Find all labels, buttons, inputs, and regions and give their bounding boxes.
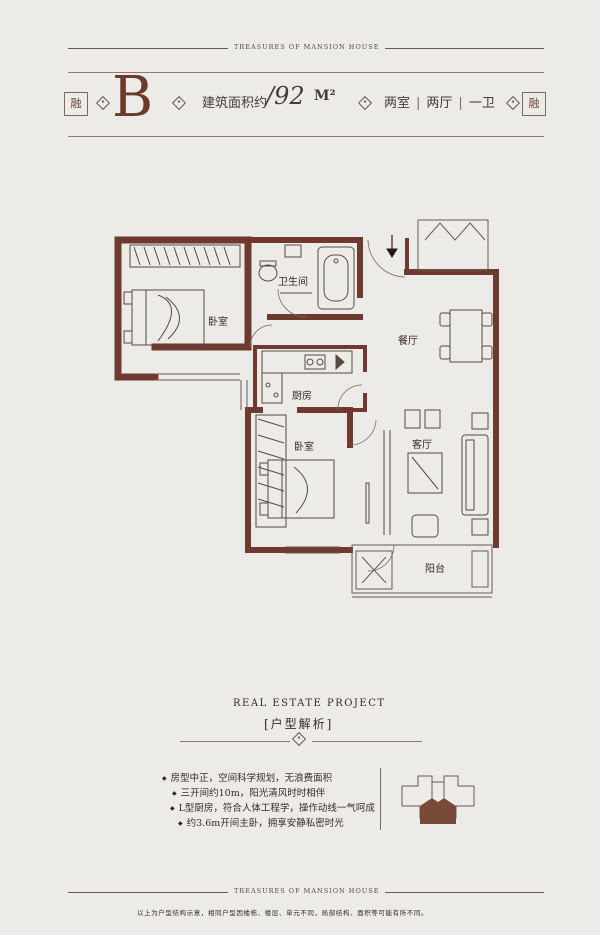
key-plan-icon [401,775,475,824]
bathtub [317,246,355,310]
bathroom-walls [245,237,363,350]
diamond-left-icon [95,95,111,111]
diamond-mid-icon [171,95,187,111]
bedroom-2-walls [245,407,353,553]
diamond-far-right-icon [505,95,521,111]
floor-plan [114,219,499,598]
header-line-top [68,72,544,73]
room-label-bedroom-1: 卧室 [208,317,228,328]
balcony-door [367,544,395,572]
lower-balcony [351,544,493,594]
room-count-halls: 两厅 [426,96,453,111]
toilet [258,264,278,282]
analysis-title: [户型解析] [264,717,334,731]
feature-list: 房型中正，空间科学规划，无浪费面积 三开间约10m，阳光清风时时相伴 L型厨房，… [162,770,375,830]
brand-caption-top: TREASURES OF MANSION HOUSE [228,43,386,51]
bathroom-sink [284,244,302,258]
ornament-line-right [312,741,422,742]
kitchen-walls [253,345,367,412]
bathroom-door [277,288,307,318]
area-label: 建筑面积约 [202,96,268,111]
room-label-kitchen: 厨房 [292,391,312,402]
room-label-living: 客厅 [412,440,432,451]
dining-table [449,309,483,363]
upper-balcony-detail [424,222,486,241]
area-unit: M² [314,88,336,104]
seal-left-icon: 融 [64,92,88,116]
diamond-right-icon [357,95,373,111]
bedroom-1-walls [114,236,252,381]
entry-arrow-icon [386,235,398,258]
feature-item: 房型中正，空间科学规划，无浪费面积 [162,770,375,785]
kitchen-door [337,384,363,411]
living-sofa [461,434,489,516]
room-label-bathroom: 卫生间 [278,277,308,288]
bedroom-2-wardrobe [255,414,287,528]
coffee-table [407,452,443,494]
feature-item: L型厨房，符合人体工程学，操作动线一气呵成 [170,800,375,815]
kitchen-counter [261,350,353,374]
room-count-baths: 一卫 [468,96,495,111]
seal-right-icon: 融 [522,92,546,116]
feature-item: 约3.6m开间主卧，拥享安静私密时光 [178,815,375,830]
room-count-bedrooms: 两室 [384,96,411,111]
disclaimer: 以上为户型结构示意，相同户型因楼栋、楼层、单元不同，局部结构、面积等可能有所不同… [137,909,429,917]
room-label-balcony: 阳台 [425,564,445,575]
entry-door [367,239,406,278]
project-title: REAL ESTATE PROJECT [233,698,386,709]
room-label-dining: 餐厅 [398,336,418,347]
bedroom-1-door [249,324,273,348]
header-line-bottom [68,136,544,137]
ornament-diamond-icon [291,731,307,747]
upper-balcony [417,219,489,271]
bedroom-2-door [349,419,377,446]
ornament-line-left [180,741,290,742]
bedroom-1-wardrobe [129,244,241,268]
key-plan-highlight [420,798,456,824]
unit-letter: B [112,65,154,130]
room-label-bedroom-2: 卧室 [294,442,314,453]
brand-caption-bottom: TREASURES OF MANSION HOUSE [228,887,386,895]
area-value: /92 [266,82,305,110]
feature-item: 三开间约10m，阳光清风时时相伴 [172,785,375,800]
east-wall [404,269,499,548]
room-count: 两室|两厅|一卫 [384,96,495,111]
feature-divider [380,768,381,830]
